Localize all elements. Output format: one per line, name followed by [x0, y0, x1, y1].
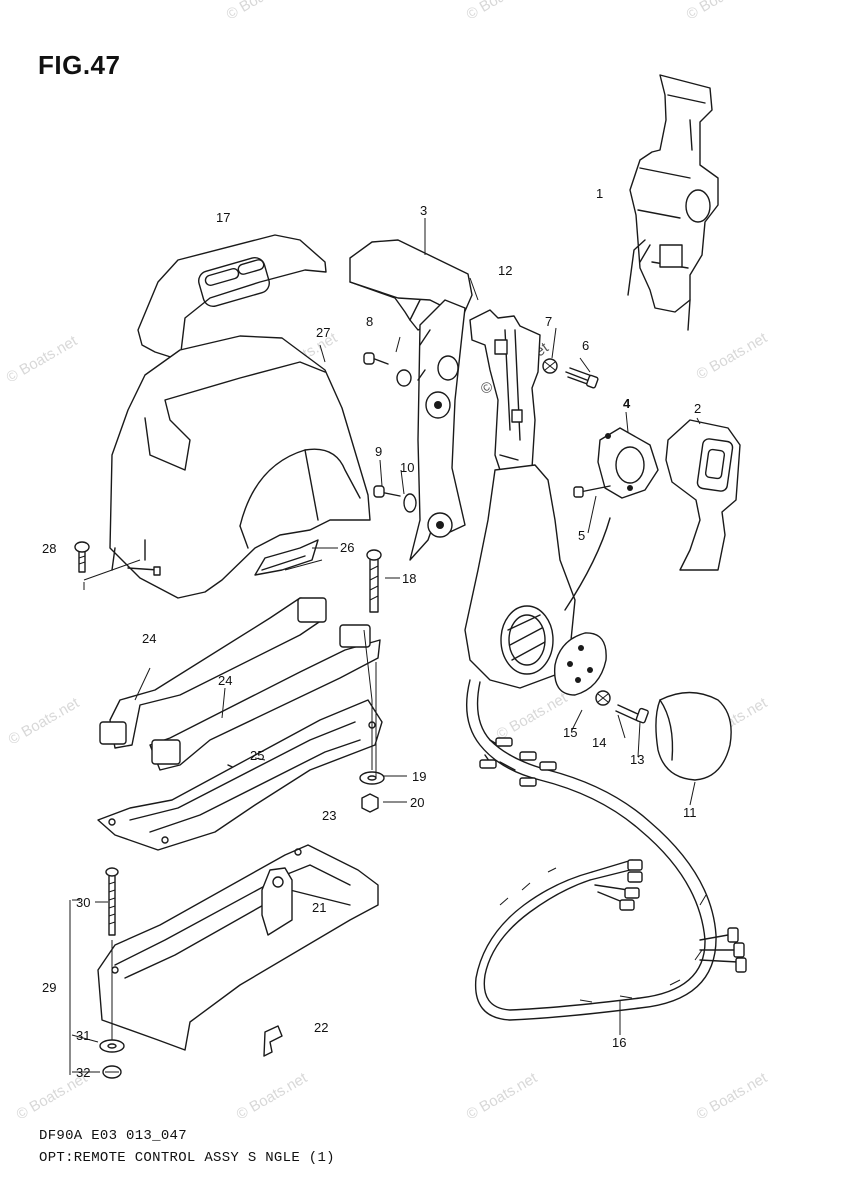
- bracket-part-24b: [149, 624, 381, 771]
- plate-part-26: [254, 539, 319, 576]
- callout-29: 29: [42, 980, 56, 995]
- callout-10: 10: [400, 460, 414, 475]
- washer-part-19: [359, 771, 385, 785]
- callout-18: 18: [402, 571, 416, 586]
- watermark: © Boats.net: [684, 0, 761, 23]
- callout-9: 9: [375, 444, 382, 459]
- remote-control-assembly-part-1: [627, 74, 719, 331]
- washer-part-10: [403, 493, 417, 513]
- washer-part-31: [99, 1039, 125, 1053]
- callout-13: 13: [630, 752, 644, 767]
- diagram-code: DF90A E03 013_047: [39, 1128, 187, 1144]
- screw-part-5: [573, 485, 611, 498]
- callout-24-second: 24: [218, 673, 232, 688]
- leader-lines: [69, 218, 701, 1075]
- base-frame-part-21: [97, 844, 379, 1051]
- plug-part-11: [655, 691, 732, 781]
- main-cover-part-27: [109, 335, 371, 599]
- callout-21: 21: [312, 900, 326, 915]
- callout-12: 12: [498, 263, 512, 278]
- callout-24: 24: [142, 631, 156, 646]
- callout-32: 32: [76, 1065, 90, 1080]
- callout-15: 15: [563, 725, 577, 740]
- screw-part-9: [373, 485, 401, 498]
- callout-4: 4: [623, 396, 631, 411]
- callout-17: 17: [216, 210, 230, 225]
- callout-7: 7: [545, 314, 552, 329]
- screw-part-8: [363, 352, 389, 365]
- callout-19: 19: [412, 769, 426, 784]
- callout-6: 6: [582, 338, 589, 353]
- watermark: © Boats.net: [234, 1069, 311, 1123]
- watermark: © Boats.net: [464, 1069, 541, 1123]
- nut-part-20: [361, 793, 379, 813]
- watermark: © Boats.net: [6, 694, 83, 748]
- callout-14: 14: [592, 735, 606, 750]
- handle-lever-arm: [409, 299, 466, 561]
- watermark: © Boats.net: [464, 0, 541, 23]
- callout-28: 28: [42, 541, 56, 556]
- bolt-part-18: [366, 549, 382, 613]
- diagram-description: OPT:REMOTE CONTROL ASSY S NGLE (1): [39, 1150, 335, 1166]
- gasket-part-15: [553, 632, 607, 696]
- watermark: © Boats.net: [4, 332, 81, 386]
- watermark: © Boats.net: [494, 689, 571, 743]
- callout-31: 31: [76, 1028, 90, 1043]
- callout-23: 23: [322, 808, 336, 823]
- nut-part-32: [102, 1065, 122, 1079]
- callout-26: 26: [340, 540, 354, 555]
- top-cover-part-17: [137, 234, 327, 361]
- callout-labels: 1 2 3 4 5 6 7 8 9 10 11 12 13 14 15 16 1…: [42, 186, 701, 1080]
- screw-part-28: [74, 541, 90, 573]
- callout-20: 20: [410, 795, 424, 810]
- switch-cover-part-2: [665, 419, 741, 571]
- callout-16: 16: [612, 1035, 626, 1050]
- wire-harness-part-16: [465, 679, 747, 1021]
- watermark: © Boats.net: [694, 329, 771, 383]
- screw-part-6: [565, 367, 599, 389]
- clip-part-22: [263, 1025, 283, 1057]
- figure-title: FIG.47: [38, 50, 121, 80]
- callout-22: 22: [314, 1020, 328, 1035]
- bolt-part-30: [105, 867, 119, 936]
- neutral-bracket-part-12: [469, 309, 541, 479]
- washer-part-7: [542, 358, 558, 374]
- callout-27: 27: [316, 325, 330, 340]
- callout-5: 5: [578, 528, 585, 543]
- switch-part-4: [597, 427, 659, 499]
- control-box-housing: [464, 464, 611, 689]
- callout-30: 30: [76, 895, 90, 910]
- callout-11: 11: [683, 805, 697, 820]
- callout-1: 1: [596, 186, 603, 201]
- callout-8: 8: [366, 314, 373, 329]
- washer-part-8b: [396, 369, 412, 387]
- watermark: © Boats.net: [224, 0, 301, 23]
- callout-2: 2: [694, 401, 701, 416]
- gasket-plate-part-23: [97, 699, 383, 851]
- watermark: © Boats.net: [694, 1069, 771, 1123]
- callout-3: 3: [420, 203, 427, 218]
- bracket-part-24a: [99, 597, 327, 749]
- screw-part-13: [615, 704, 649, 724]
- callout-25: 25: [250, 748, 264, 763]
- washer-part-14: [595, 690, 611, 706]
